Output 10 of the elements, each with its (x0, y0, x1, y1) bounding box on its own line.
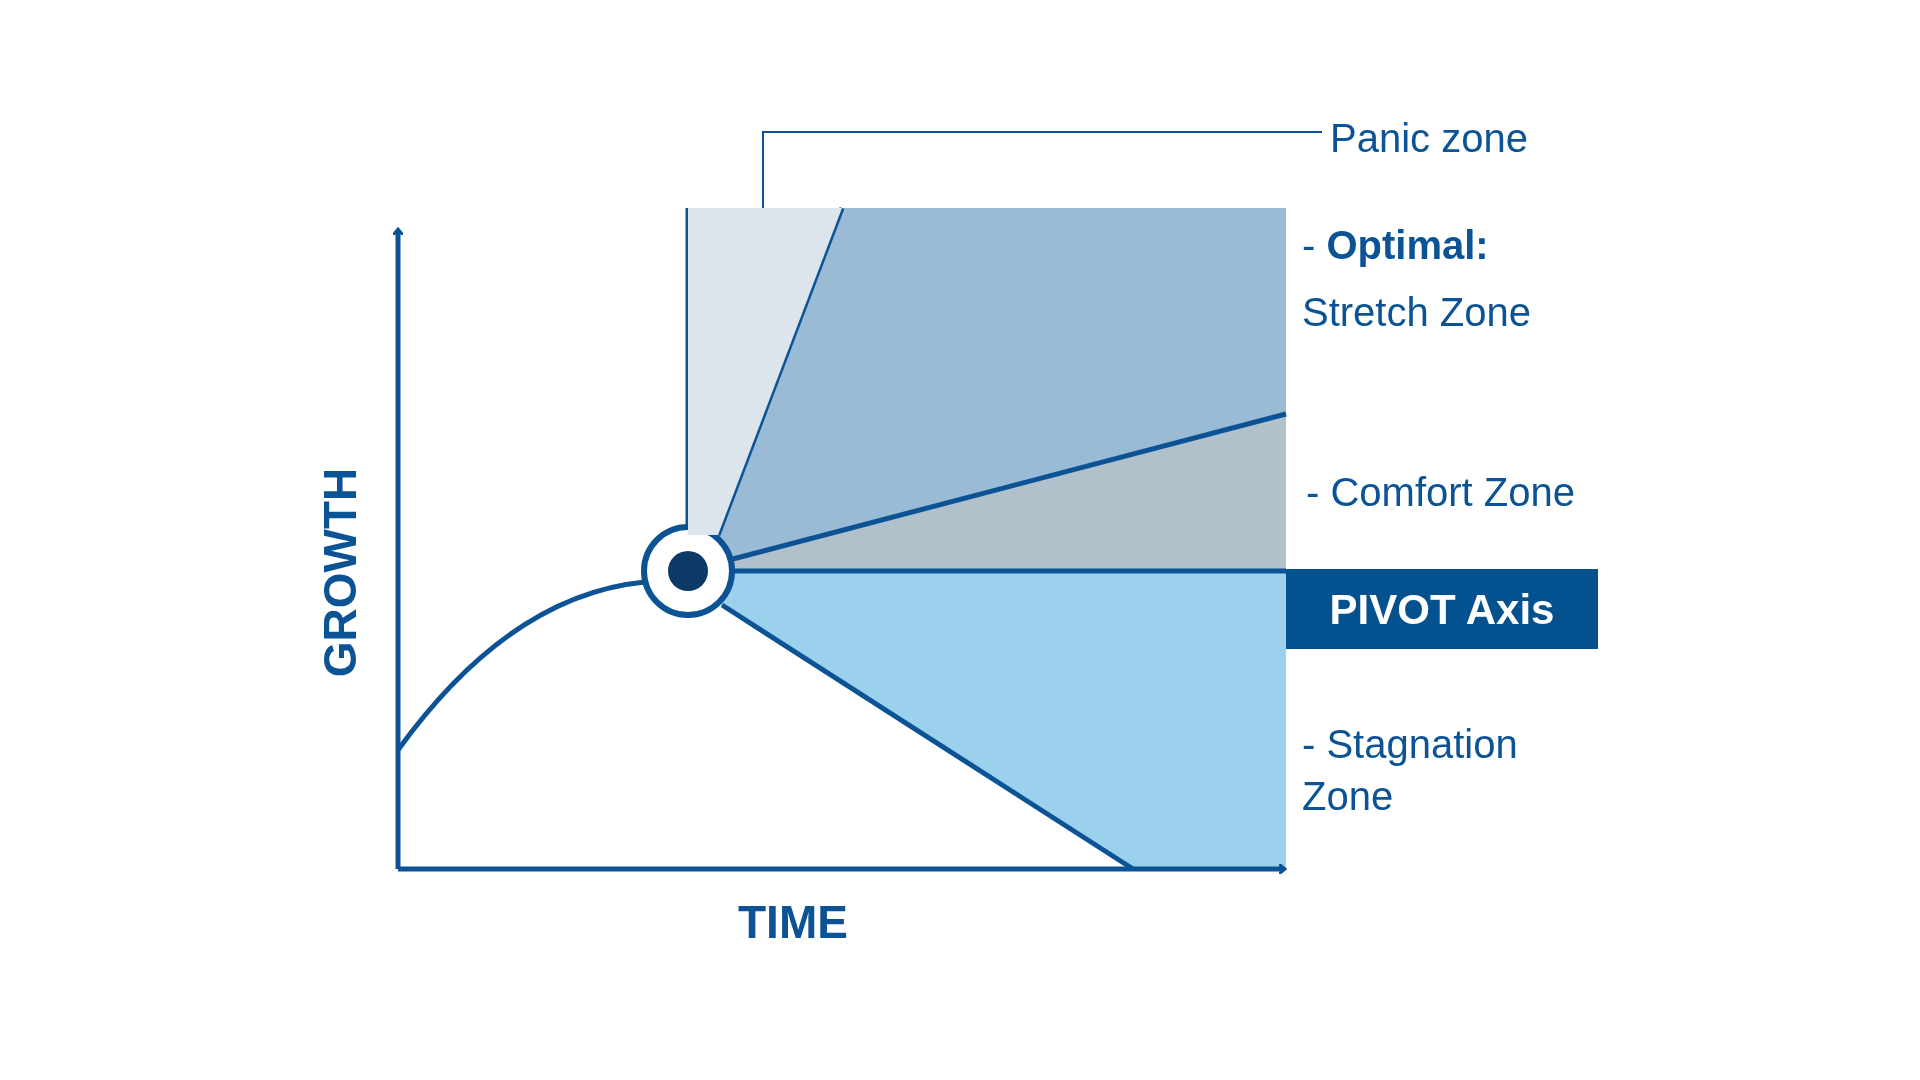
axis-label-box: PIVOT Axis (1286, 569, 1598, 649)
zone-label: - Stagnation Zone (1302, 721, 1519, 820)
zone-label: Stretch Zone (1302, 289, 1531, 336)
panic-zone-region (688, 208, 842, 535)
zone-label: Panic zone (1330, 108, 1528, 168)
zone-label: - Optimal: (1302, 222, 1489, 269)
leader-line (762, 131, 1323, 209)
zone-label: - Comfort Zone (1306, 469, 1575, 516)
axis-title: GROWTH (312, 466, 367, 680)
axis-title: TIME (738, 895, 848, 950)
